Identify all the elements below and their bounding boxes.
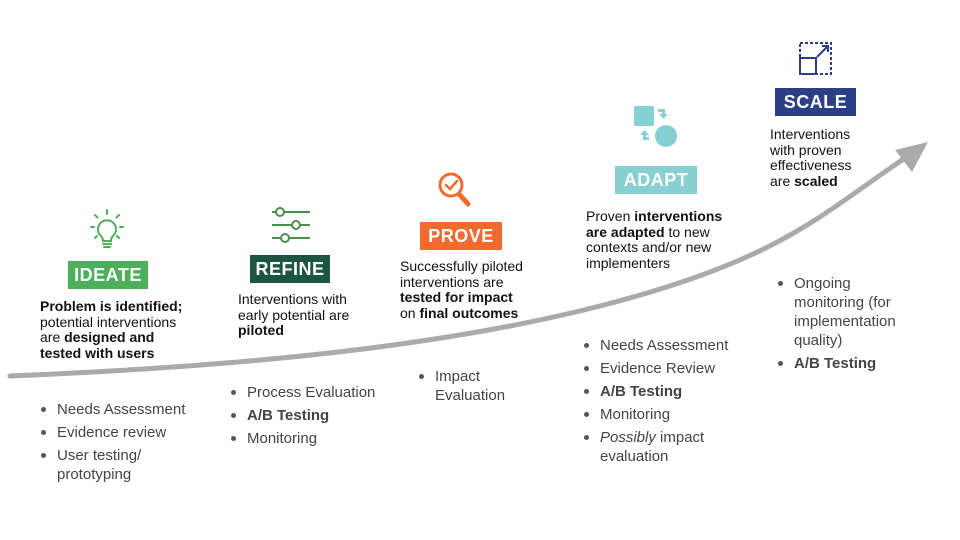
list-item: Process Evaluation xyxy=(230,383,375,402)
lightbulb-icon xyxy=(90,209,124,248)
text: Proven xyxy=(586,208,635,224)
arrowhead-icon xyxy=(895,142,928,172)
text: implementers xyxy=(586,254,671,271)
list-item: Monitoring xyxy=(583,405,728,424)
list-item: Evidence review xyxy=(40,423,185,442)
list-item: A/B Testing xyxy=(777,354,896,373)
bullets-adapt: Needs Assessment Evidence Review A/B Tes… xyxy=(583,336,728,470)
list-item: A/B Testing xyxy=(230,406,375,425)
stage-label-adapt: ADAPT xyxy=(615,166,697,194)
text: Interventions xyxy=(770,126,851,142)
text: designed and xyxy=(64,329,155,345)
text: impact xyxy=(655,429,705,446)
list-item: Monitoring xyxy=(230,429,375,448)
text: implementation xyxy=(794,313,896,330)
text: piloted xyxy=(238,322,284,338)
text: on xyxy=(400,304,420,321)
stage-description-adapt: Proven interventions are adapted to new … xyxy=(586,208,723,271)
text: Impact xyxy=(435,368,481,385)
text: Problem is identified; xyxy=(40,298,183,314)
text: prototyping xyxy=(57,466,132,483)
text: Evidence review xyxy=(57,424,167,441)
text: Needs Assessment xyxy=(600,337,729,354)
list-item: Ongoing monitoring (for implementation qual… xyxy=(777,274,896,350)
list-item: User testing/prototyping xyxy=(40,446,185,484)
text: potential interventions xyxy=(40,313,177,330)
list-item: Needs Assessment xyxy=(583,336,728,355)
arrow-curve xyxy=(7,155,908,379)
scale-up-icon xyxy=(799,42,832,75)
text: tested with users xyxy=(40,344,155,361)
text: Evaluation xyxy=(435,387,506,404)
text: Evidence Review xyxy=(600,360,716,377)
text: Successfully piloted xyxy=(400,258,523,274)
stage-label-prove: PROVE xyxy=(420,222,502,250)
stage-description-refine: Interventions with early potential are p… xyxy=(238,291,350,339)
text: final outcomes xyxy=(419,304,519,321)
stage-description-ideate: Problem is identified; potential interve… xyxy=(40,298,183,361)
text: Interventions with xyxy=(238,291,347,307)
text: are xyxy=(40,329,65,345)
text: contexts and/or new xyxy=(586,239,712,255)
text: Needs Assessment xyxy=(57,401,186,418)
text: interventions are xyxy=(400,273,504,290)
text: tested for impact xyxy=(400,289,513,305)
text: evaluation xyxy=(600,448,669,465)
magnifier-check-icon xyxy=(438,172,471,207)
text: quality) xyxy=(794,332,843,349)
text: Ongoing xyxy=(794,275,851,292)
text: to new xyxy=(664,223,710,240)
stage-description-prove: Successfully piloted interventions are t… xyxy=(400,258,523,321)
text: A/B Testing xyxy=(600,383,683,400)
list-item: A/B Testing xyxy=(583,382,728,401)
text: monitoring (for xyxy=(794,294,891,311)
list-item: Possibly impact evaluation xyxy=(583,428,728,466)
stage-description-scale: Interventions with proven effectiveness … xyxy=(770,126,852,189)
bullets-scale: Ongoing monitoring (for implementation qual… xyxy=(777,274,896,377)
sliders-icon xyxy=(272,207,310,243)
text: effectiveness xyxy=(770,157,852,173)
text: A/B Testing xyxy=(794,355,877,372)
stage-label-refine: REFINE xyxy=(250,255,330,283)
text: Monitoring xyxy=(600,406,671,423)
text: A/B Testing xyxy=(247,407,330,424)
text: are xyxy=(770,172,795,189)
text: interventions xyxy=(634,208,723,224)
list-item: Evidence Review xyxy=(583,359,728,378)
list-item: Needs Assessment xyxy=(40,400,185,419)
text: scaled xyxy=(794,172,838,189)
text: early potential are xyxy=(238,306,350,323)
text: with proven xyxy=(770,141,842,158)
stage-label-scale: SCALE xyxy=(775,88,856,116)
bullets-refine: Process Evaluation A/B Testing Monitorin… xyxy=(230,383,375,452)
text: Monitoring xyxy=(247,430,318,447)
text: Possibly xyxy=(600,429,656,446)
text: are adapted xyxy=(586,223,665,240)
bullets-ideate: Needs Assessment Evidence review User te… xyxy=(40,400,185,488)
shapes-swap-icon xyxy=(634,106,677,147)
stage-label-ideate: IDEATE xyxy=(68,261,148,289)
text: User testing/ xyxy=(57,447,142,464)
text: Process Evaluation xyxy=(247,384,376,401)
